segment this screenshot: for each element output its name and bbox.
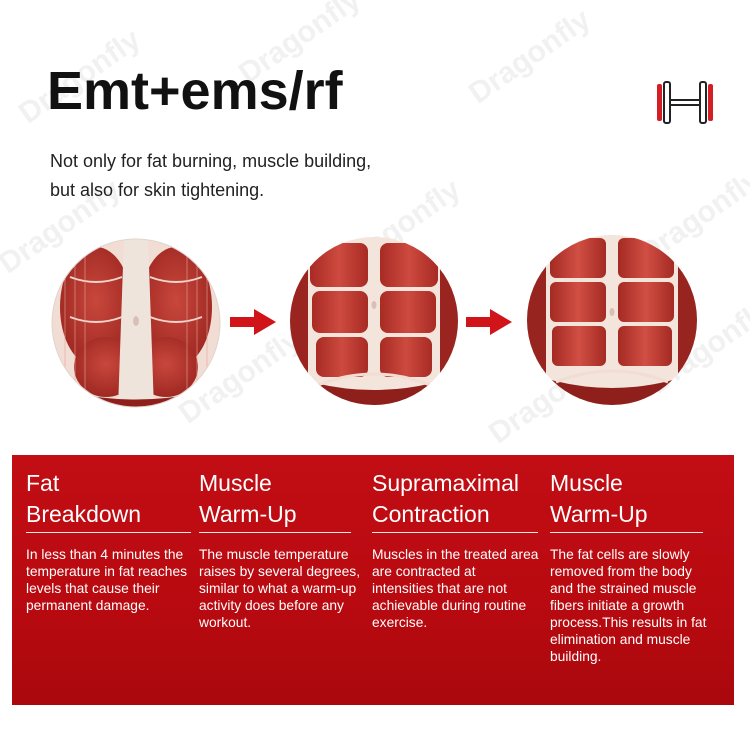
column-heading-line-1: Supramaximal <box>372 470 519 496</box>
page-title: Emt+ems/rf <box>47 61 343 121</box>
column-text: The muscle temperature raises by several… <box>199 547 361 630</box>
column-heading-line-1: Muscle <box>199 470 272 496</box>
column-heading-line-1: Muscle <box>550 470 623 496</box>
dumbbell-icon <box>657 81 713 124</box>
column-text: In less than 4 minutes the temperature i… <box>26 547 188 613</box>
column-fat-breakdown: Fat Breakdown In less than 4 minutes the… <box>26 455 198 614</box>
column-heading-line-1: Fat <box>26 470 60 496</box>
watermark: Dragonfly <box>462 2 597 111</box>
column-text: Muscles in the treated area are contract… <box>372 547 539 630</box>
column-heading-line-2: Contraction <box>372 501 490 527</box>
column-supramaximal-contraction: Supramaximal Contraction Muscles in the … <box>372 455 540 631</box>
column-heading: Fat Breakdown <box>26 455 191 533</box>
column-text: The fat cells are slowly removed from th… <box>550 547 707 664</box>
column-muscle-warm-up: Muscle Warm-Up The muscle temperature ra… <box>199 455 364 631</box>
column-heading: Muscle Warm-Up <box>199 455 351 533</box>
subtitle-line-2: but also for skin tightening. <box>50 180 265 200</box>
info-panel: Fat Breakdown In less than 4 minutes the… <box>12 455 734 705</box>
column-heading: Muscle Warm-Up <box>550 455 703 533</box>
column-muscle-building: Muscle Warm-Up The fat cells are slowly … <box>550 455 718 665</box>
abdomen-muscle-warm-up-image <box>290 237 458 405</box>
column-heading: Supramaximal Contraction <box>372 455 538 533</box>
column-heading-line-2: Warm-Up <box>199 501 297 527</box>
column-heading-line-2: Breakdown <box>26 501 142 527</box>
column-heading-line-2: Warm-Up <box>550 501 648 527</box>
subtitle-line-1: Not only for fat burning, muscle buildin… <box>50 151 372 171</box>
abdomen-fat-breakdown-image <box>51 238 221 408</box>
abdomen-defined-muscles-image <box>527 235 697 405</box>
right-arrow-icon <box>230 309 276 335</box>
subtitle: Not only for fat burning, muscle buildin… <box>50 147 450 205</box>
right-arrow-icon <box>466 309 512 335</box>
